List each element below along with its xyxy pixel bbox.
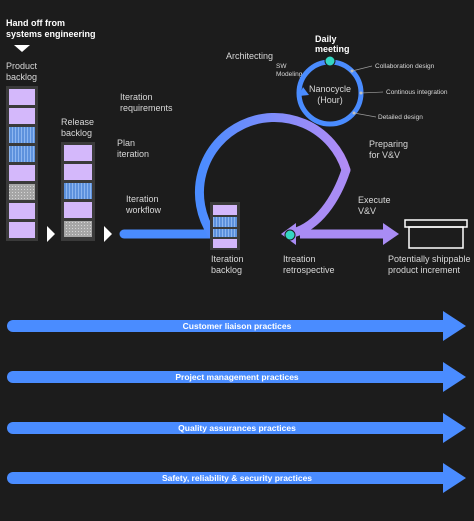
sw-modeling-label-line1: SW — [276, 63, 287, 70]
retrospective-label-line2: retrospective — [283, 265, 335, 275]
collaboration-dot — [350, 69, 354, 73]
handoff-down-arrow-icon — [14, 45, 30, 52]
shippable-product-box-icon — [404, 219, 468, 249]
practice-band-customer: Customer liaison practices — [7, 311, 466, 341]
execute-vv-label-line1: Execute — [358, 195, 391, 205]
plan-iteration-label-line1: Plan — [117, 138, 135, 148]
plan-iteration-label-line2: iteration — [117, 149, 149, 159]
integration-dot — [359, 91, 363, 95]
loop-return-path — [291, 168, 351, 238]
iteration-backlog-stack — [210, 202, 240, 250]
collaboration-design-label: Collaboration design — [375, 63, 435, 70]
iteration-backlog-label-line1: Iteration — [211, 254, 244, 264]
iteration-requirements-label-line2: requirements — [120, 103, 173, 113]
practice-label-quality: Quality assurances practices — [178, 423, 296, 433]
practice-label-safety: Safety, reliability & security practices — [162, 473, 312, 483]
release-backlog-label-line2: backlog — [61, 128, 92, 138]
preparing-vv-label-line2: for V&V — [369, 150, 400, 160]
shippable-arrowhead-icon — [383, 223, 399, 245]
iteration-loop-arc — [194, 112, 351, 239]
iteration-workflow-label-line1: Iteration — [126, 194, 159, 204]
preparing-vv-label-line1: Preparing — [369, 139, 408, 149]
iteration-workflow-label-line2: workflow — [125, 205, 162, 215]
continuous-integration-label: Continous integration — [386, 89, 448, 96]
practice-band-project: Project management practices — [7, 362, 466, 392]
arrow-to-iteration-icon — [104, 226, 112, 242]
execute-vv-label-line2: V&V — [358, 206, 376, 216]
handoff-label-line1: Hand off from — [6, 18, 65, 28]
detailed-design-label: Detailed design — [378, 114, 423, 121]
release-backlog-stack — [61, 142, 95, 241]
practice-band-quality: Quality assurances practices — [7, 413, 466, 443]
arrow-to-release-icon — [47, 226, 55, 242]
product-backlog-label-line1: Product — [6, 61, 38, 71]
nanocycle-label-line2: (Hour) — [317, 95, 343, 105]
release-backlog-label-line1: Release — [61, 117, 94, 127]
iteration-requirements-label-line1: Iteration — [120, 92, 153, 102]
nanocycle-label-line1: Nanocycle — [309, 84, 351, 94]
architecting-label: Architecting — [226, 51, 273, 61]
shippable-label-line1: Potentially shippable — [388, 254, 471, 264]
daily-meeting-node — [324, 55, 336, 67]
practice-band-safety: Safety, reliability & security practices — [7, 463, 466, 493]
product-backlog-stack — [6, 86, 38, 241]
shippable-label-line2: product increment — [388, 265, 461, 275]
detailed-design-dot — [352, 111, 356, 115]
daily-meeting-label-line2: meeting — [315, 44, 350, 54]
retrospective-label-line1: Itreation — [283, 254, 316, 264]
nanocycle-leaders — [351, 65, 384, 118]
iteration-backlog-label-line2: backlog — [211, 265, 242, 275]
practice-label-project: Project management practices — [175, 372, 299, 382]
daily-meeting-label-line1: Daily — [315, 34, 337, 44]
practice-label-customer: Customer liaison practices — [183, 321, 292, 331]
nanocycle-arrow-icon — [299, 87, 309, 96]
handoff-label-line2: systems engineering — [6, 29, 96, 39]
product-backlog-label-line2: backlog — [6, 72, 37, 82]
sw-modeling-label-line2: Modeling — [276, 71, 303, 78]
retrospective-node — [284, 229, 296, 241]
